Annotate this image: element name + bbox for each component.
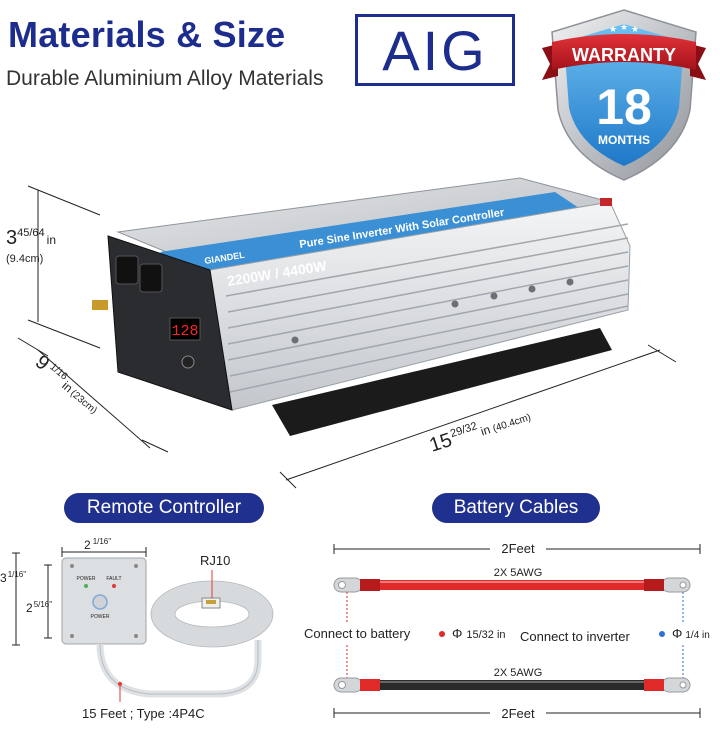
- screw-icon: [70, 634, 74, 638]
- warranty-label: WARRANTY: [572, 45, 676, 65]
- remote-cable-description: 15 Feet ; Type :4P4C: [82, 706, 205, 721]
- blue-dot-icon: [659, 631, 665, 637]
- heat-shrink-icon: [644, 579, 664, 591]
- remote-height-label: 31/16'': [0, 570, 27, 585]
- warranty-unit: MONTHS: [598, 133, 650, 147]
- connector-pins-icon: [206, 600, 216, 604]
- length-dimension-label: 1529/32in(40.4cm): [427, 404, 533, 457]
- inverter-connect-label: Connect to inverter: [520, 629, 631, 644]
- fin-grooves: [225, 223, 629, 393]
- star-icon: ★: [620, 22, 628, 32]
- width-dimension-label: 91/16in(23cm): [31, 351, 105, 418]
- height-dimension-cm: (9.4cm): [6, 253, 43, 265]
- heat-shrink-icon: [644, 679, 664, 691]
- display-value: 128: [171, 323, 198, 340]
- ribbon-shape: [552, 34, 696, 70]
- red-cable-shine: [356, 581, 668, 583]
- rj10-label: RJ10: [200, 553, 230, 568]
- power-button-icon: [181, 355, 195, 369]
- ring-hole-icon: [679, 681, 687, 689]
- brand-logo-text: AIG: [382, 18, 488, 82]
- screw-icon: [70, 564, 74, 568]
- warranty-number: 18: [596, 79, 652, 135]
- remote-controller-heading: Remote Controller: [64, 493, 264, 523]
- red-dot-icon: [439, 631, 445, 637]
- remote-dimension-lines: [12, 547, 147, 646]
- black-cable-shine: [356, 681, 668, 683]
- mounting-foot: [272, 328, 612, 436]
- pointer-dot: [118, 682, 122, 686]
- red-cable-spec: 2X 5AWG: [494, 567, 543, 579]
- warranty-badge: ★ ★ ★ WARRANTY 18 MONTHS: [542, 9, 706, 181]
- page-subtitle: Durable Aluminium Alloy Materials: [6, 67, 324, 90]
- star-icon: ★: [609, 24, 617, 34]
- heat-shrink-icon: [360, 579, 380, 591]
- brand-logo: AIG: [355, 14, 515, 86]
- remote-power-led-label: POWER: [77, 576, 96, 582]
- remote-inner-height-label: 25/16'': [26, 600, 53, 615]
- terminal-icon: [92, 300, 108, 310]
- label-background: [490, 540, 546, 556]
- screw-icon: [134, 634, 138, 638]
- remote-power-button: [92, 594, 108, 610]
- black-cable-spec: 2X 5AWG: [494, 667, 543, 679]
- led-display: [169, 317, 201, 341]
- ring-hole-icon: [679, 581, 687, 589]
- cable-length-bottom: 2Feet: [501, 706, 535, 721]
- ring-hole-icon: [338, 681, 346, 689]
- remote-button-label: POWER: [91, 614, 110, 620]
- battery-connect-label: Connect to battery: [304, 626, 411, 641]
- ac-outlet: [115, 255, 139, 285]
- star-icon: ★: [631, 24, 639, 34]
- dimension-lines: [17, 185, 677, 489]
- inverter-product-image: 128 GIANDEL Pure Sine Inverter With Sola…: [6, 177, 677, 489]
- screw-icon: [134, 564, 138, 568]
- label-background: [490, 705, 546, 721]
- terminal-icon: [600, 198, 612, 206]
- heat-shrink-icon: [360, 679, 380, 691]
- power-led-icon: [84, 584, 88, 588]
- ring-hole-icon: [338, 581, 346, 589]
- cable-length-top: 2Feet: [501, 541, 535, 556]
- case-screws: [291, 278, 574, 344]
- remote-cable: [96, 640, 262, 698]
- remote-cable-edge: [99, 640, 259, 695]
- remote-fault-led-label: FAULT: [106, 576, 121, 582]
- battery-cables-heading: Battery Cables: [432, 493, 600, 523]
- fault-led-icon: [112, 584, 116, 588]
- page-title: Materials & Size: [8, 14, 286, 55]
- ac-outlet: [139, 263, 163, 293]
- case-label-strip: [160, 192, 585, 278]
